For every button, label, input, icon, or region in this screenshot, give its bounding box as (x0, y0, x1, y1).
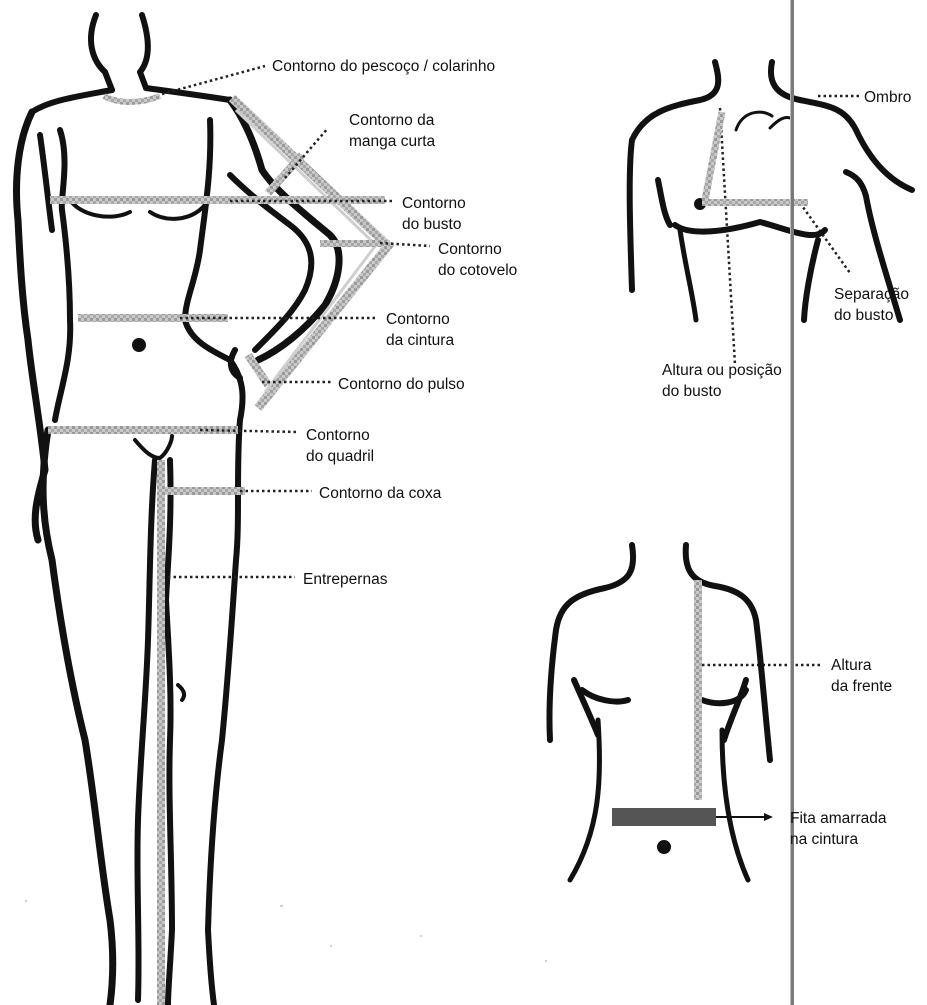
female-torso-front-icon (549, 545, 770, 880)
label-inseam: Entrepernas (303, 569, 387, 590)
label-wrist: Contorno do pulso (338, 374, 465, 395)
scan-noise (25, 900, 547, 962)
label-shoulder: Ombro (864, 87, 911, 108)
label-thigh: Contorno da coxa (319, 483, 441, 504)
label-neck: Contorno do pescoço / colarinho (272, 56, 495, 77)
page-divider (790, 0, 794, 1005)
lower-torso-tapes (612, 580, 773, 826)
